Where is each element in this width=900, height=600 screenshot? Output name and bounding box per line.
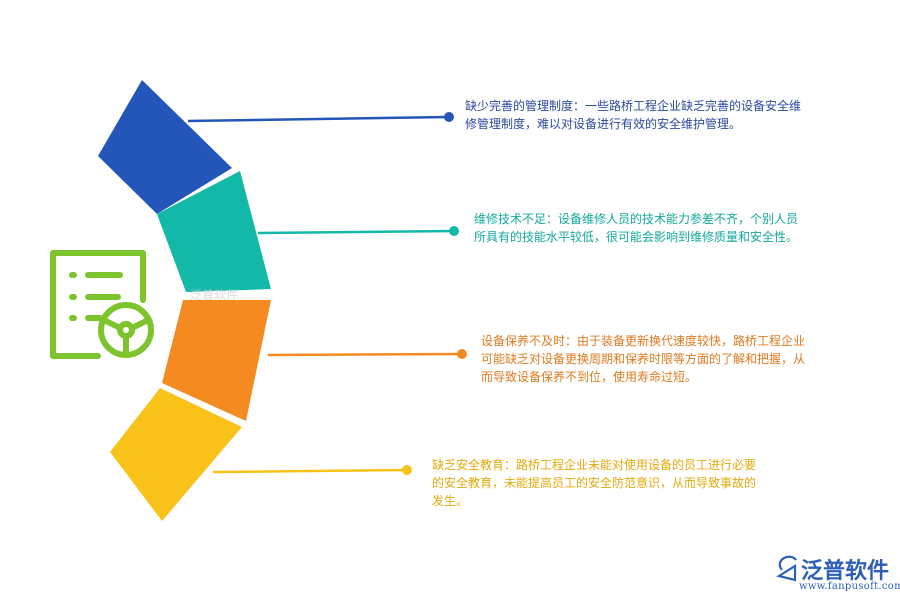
connector-dot-2	[449, 226, 459, 236]
description-3: 设备保养不及时：由于装备更新换代速度较快，路桥工程企业可能缺乏对设备更换周期和保…	[481, 334, 806, 384]
brand-logo: 泛普软件 www.fanpusoft.com	[771, 553, 900, 595]
segment-1	[98, 80, 232, 214]
connector-dot-3	[457, 349, 467, 359]
document-steering-wheel-icon	[50, 250, 154, 359]
connector-line-2	[257, 229, 455, 235]
connector-line-1	[187, 115, 450, 123]
description-2: 维修技术不足：设备维修人员的技术能力参差不齐，个别人员所具有的技能水平较低，很可…	[474, 212, 799, 244]
brand-logo-icon	[776, 555, 797, 582]
brand-url: www.fanpusoft.com	[799, 581, 900, 592]
segment-4	[110, 388, 242, 521]
connector-line-3	[267, 352, 463, 357]
description-4: 缺乏安全教育：路桥工程企业未能对使用设备的员工进行必要的安全教育，未能提高员工的…	[432, 458, 757, 508]
watermark: 泛普软件	[190, 288, 239, 302]
segment-2	[157, 171, 271, 292]
brand-name: 泛普软件	[801, 559, 890, 584]
connector-dot-1	[444, 112, 454, 122]
connector-line-4	[212, 468, 408, 474]
description-1: 缺少完善的管理制度：一些路桥工程企业缺乏完善的设备安全维修管理制度，难以对设备进…	[465, 99, 802, 131]
connector-dot-4	[402, 465, 412, 475]
segment-3	[162, 300, 271, 421]
